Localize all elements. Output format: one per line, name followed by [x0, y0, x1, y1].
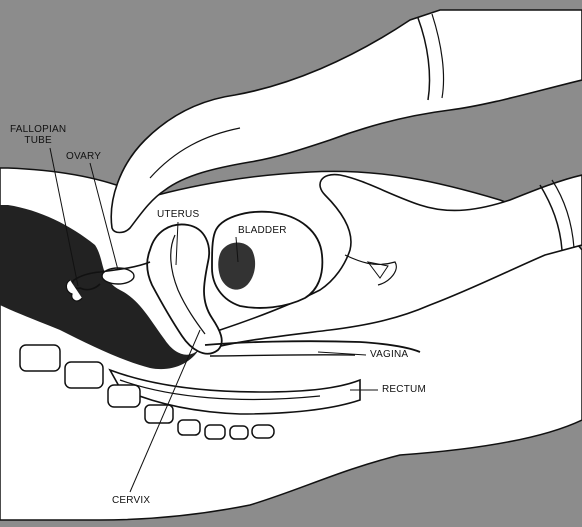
vertebra — [108, 385, 140, 407]
label-fallopian-tube-line2: TUBE — [10, 135, 66, 146]
label-rectum: RECTUM — [382, 384, 426, 395]
label-cervix: CERVIX — [112, 495, 150, 506]
label-fallopian-tube: FALLOPIAN TUBE — [10, 124, 66, 146]
vertebra — [205, 425, 225, 439]
vertebra — [252, 425, 274, 438]
vertebra — [178, 420, 200, 435]
vertebra — [20, 345, 60, 371]
label-ovary: OVARY — [66, 151, 101, 162]
vertebra — [230, 426, 248, 439]
vertebra — [145, 405, 173, 423]
vertebra — [65, 362, 103, 388]
label-fallopian-tube-line1: FALLOPIAN — [10, 124, 66, 135]
label-vagina: VAGINA — [370, 349, 408, 360]
label-uterus: UTERUS — [157, 209, 199, 220]
label-bladder: BLADDER — [238, 225, 287, 236]
